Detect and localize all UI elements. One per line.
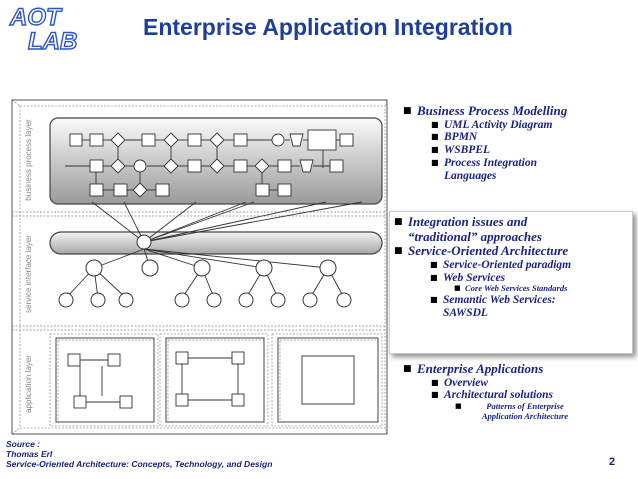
bullet-item: ■ Business Process Modelling bbox=[403, 103, 633, 119]
bullet-item: ■ Service-Oriented Architecture bbox=[390, 244, 632, 259]
bullet-text: Process Integration Languages bbox=[444, 157, 537, 183]
bullet-item: ■ Core Web Services Standards bbox=[390, 284, 632, 294]
bullets-business-process: ■Business Process Modelling ■UML Activit… bbox=[403, 103, 633, 183]
bullet-item: ■ Patterns of Enterprise Application Arch… bbox=[403, 402, 633, 421]
bullet-text: Web Services bbox=[443, 271, 506, 284]
bullet-text: Service-Oriented Architecture bbox=[408, 243, 569, 259]
bullet-square-icon: ■ bbox=[430, 272, 438, 282]
source-author: Thomas Erl bbox=[6, 448, 53, 459]
logo-line2: LAB bbox=[28, 28, 77, 54]
bullet-item: ■ Enterprise Applications bbox=[403, 361, 633, 377]
aot-lab-logo: AOT LAB bbox=[8, 2, 98, 55]
bullet-square-icon: ■ bbox=[403, 364, 412, 374]
logo-line1: AOT bbox=[9, 4, 63, 31]
bullet-text: Patterns of Enterprise Application Archi… bbox=[481, 401, 569, 421]
bullet-square-icon: ■ bbox=[431, 119, 439, 129]
bullet-item: ■ Semantic Web Services: SAWSDL bbox=[390, 294, 632, 320]
source-citation: Source : Thomas Erl Service-Oriented Arc… bbox=[6, 439, 273, 469]
bullet-text: Integration issues and “traditional” app… bbox=[408, 214, 542, 244]
bullets-enterprise-applications: ■Enterprise Applications ■Overview ■Arch… bbox=[403, 361, 633, 421]
bullet-text: Service-Oriented paradigm bbox=[443, 258, 572, 271]
bullet-item: ■ Overview bbox=[403, 377, 633, 390]
label-application-layer: application layer bbox=[24, 355, 33, 413]
bullet-square-icon: ■ bbox=[431, 377, 439, 387]
bullet-square-icon: ■ bbox=[430, 294, 438, 304]
slide-title: Enterprise Application Integration bbox=[143, 14, 513, 40]
bullet-text: Semantic Web Services: SAWSDL bbox=[443, 293, 556, 319]
bullet-square-icon: ■ bbox=[431, 132, 439, 142]
bullet-square-icon: ■ bbox=[455, 402, 462, 411]
bullet-square-icon: ■ bbox=[394, 217, 403, 227]
source-label: Source : bbox=[6, 439, 41, 449]
bullets-service-oriented: ■ Integration issues and “traditional” ap… bbox=[389, 211, 633, 354]
label-business-process-layer: business process layer bbox=[24, 119, 33, 201]
source-book-title: Service-Oriented Architecture: Concepts,… bbox=[6, 458, 273, 469]
bullet-item: ■ Integration issues and “traditional” ap… bbox=[390, 214, 632, 244]
bullet-item: ■ WSBPEL bbox=[403, 144, 633, 157]
bullet-text: WSBPEL bbox=[444, 144, 491, 157]
service-bus bbox=[49, 231, 383, 255]
bullet-square-icon: ■ bbox=[403, 106, 412, 116]
bullet-text: BPMN bbox=[444, 131, 478, 144]
bullet-item: ■ Process Integration Languages bbox=[403, 157, 633, 183]
bullet-square-icon: ■ bbox=[431, 158, 439, 168]
bullet-text: Overview bbox=[444, 376, 489, 389]
bullet-square-icon: ■ bbox=[394, 246, 403, 257]
bullet-text: Architectural solutions bbox=[444, 389, 553, 402]
soa-layers-diagram: business process layer service interface… bbox=[11, 99, 388, 435]
process-flow bbox=[65, 129, 354, 198]
page-number: 2 bbox=[609, 456, 616, 468]
label-service-interface-layer: service interface layer bbox=[24, 235, 33, 313]
bullet-item: ■ UML Activity Diagram bbox=[403, 119, 633, 132]
bullet-square-icon: ■ bbox=[430, 259, 438, 269]
bullet-item: ■ Web Services bbox=[390, 272, 632, 285]
bullet-square-icon: ■ bbox=[454, 284, 461, 293]
bullet-item: ■ Service-Oriented paradigm bbox=[390, 259, 632, 272]
bus-hub bbox=[136, 234, 152, 250]
bullet-square-icon: ■ bbox=[431, 145, 439, 155]
bullet-text: UML Activity Diagram bbox=[444, 118, 553, 131]
bullet-text: Core Web Services Standards bbox=[465, 283, 568, 294]
bullet-item: ■ BPMN bbox=[403, 131, 633, 144]
bullet-text: Business Process Modelling bbox=[417, 103, 568, 118]
bullet-square-icon: ■ bbox=[431, 390, 439, 400]
bullet-item: ■ Architectural solutions bbox=[403, 389, 633, 402]
bullet-text: Enterprise Applications bbox=[417, 361, 544, 376]
